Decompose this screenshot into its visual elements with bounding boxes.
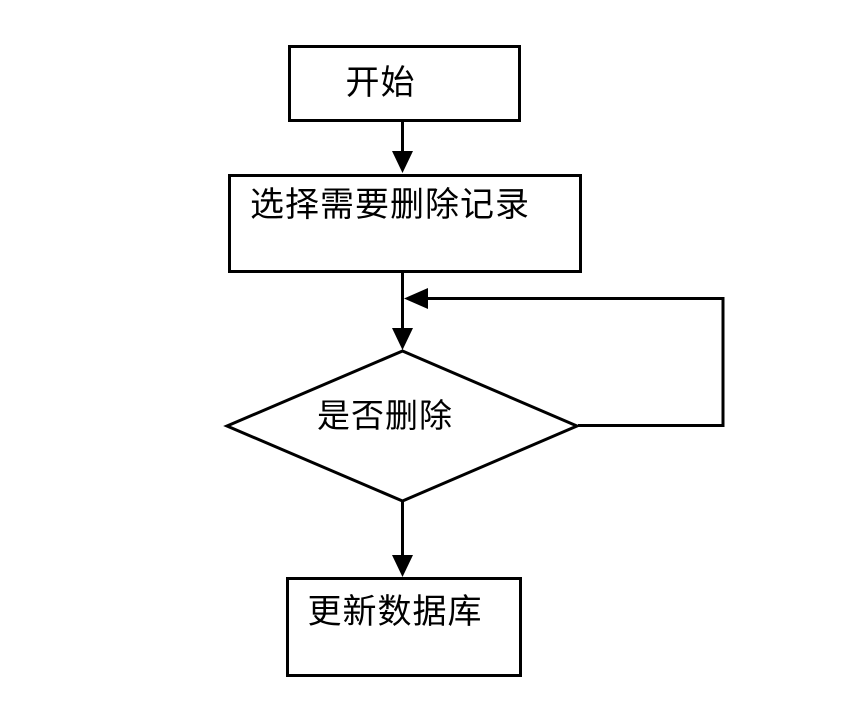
arrow-decision-to-update [392, 501, 413, 577]
arrowhead-down-icon [392, 328, 413, 350]
node-select-records-label: 选择需要删除记录 [250, 187, 530, 224]
node-start-label: 开始 [345, 64, 416, 102]
node-update-database-label: 更新数据库 [307, 594, 483, 631]
node-start: 开始 [288, 45, 521, 122]
arrowhead-down-icon [392, 555, 413, 577]
arrowhead-left-icon [404, 288, 428, 309]
arrow-select-to-decision [392, 273, 413, 350]
node-update-database: 更新数据库 [286, 577, 522, 677]
node-decision-label: 是否删除 [317, 399, 453, 435]
node-select-records: 选择需要删除记录 [228, 174, 582, 273]
arrowhead-down-icon [392, 151, 413, 173]
arrow-start-to-select [392, 122, 413, 173]
node-decision-shape [223, 349, 581, 503]
loopback-decision-to-entry [404, 288, 725, 427]
